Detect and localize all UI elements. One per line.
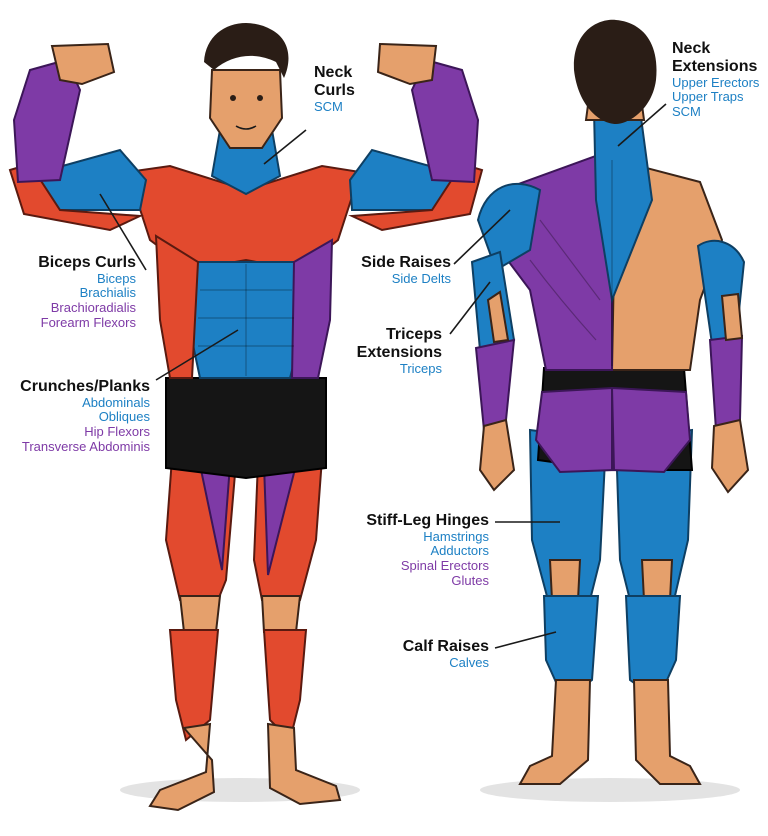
- muscle-name: Abdominals: [82, 394, 150, 410]
- front-right-ankle: [266, 722, 342, 806]
- back-right-forearm: [708, 334, 744, 432]
- muscle-name: Calves: [449, 654, 489, 670]
- front-right-forearm: [410, 58, 480, 184]
- muscle-name: Brachialis: [79, 285, 136, 301]
- muscle-name: Obliques: [98, 409, 150, 425]
- front-left-ankle: [148, 722, 216, 812]
- back-left-knee: [548, 559, 582, 601]
- muscle-name: Upper Erectors: [672, 74, 760, 90]
- front-right-fist: [376, 42, 438, 86]
- muscle-name: Glutes: [451, 572, 489, 588]
- front-figure: [8, 23, 484, 812]
- triceps-ext-leader: [449, 281, 491, 335]
- back-left-hand: [478, 418, 516, 492]
- triceps-ext-title-2: Extensions: [356, 343, 442, 361]
- calf-raises-leader: [494, 631, 557, 649]
- calf-raises-label: Calf Raises Calves: [329, 638, 489, 670]
- back-figure: [470, 19, 750, 785]
- back-left-forearm: [474, 338, 516, 432]
- triceps-ext-muscles: Triceps: [302, 360, 442, 377]
- muscle-name: Forearm Flexors: [40, 314, 136, 330]
- neck-ext-leader: [617, 103, 667, 147]
- back-hair: [573, 19, 657, 125]
- muscle-name: Spinal Erectors: [400, 558, 489, 573]
- biceps-curls-leader: [99, 193, 147, 271]
- neck-curls-muscles: SCM: [314, 98, 355, 115]
- neck-curls-title: Neck: [314, 64, 353, 81]
- muscle-name: SCM: [314, 98, 343, 114]
- back-right-hand: [710, 418, 750, 494]
- back-ground-shadow: [480, 778, 740, 802]
- muscle-name: Upper Traps: [672, 89, 744, 105]
- front-shorts: [165, 377, 327, 480]
- front-right-delt: [348, 162, 484, 232]
- neck-ext-title-2: Extensions: [672, 57, 758, 75]
- calf-raises-title: Calf Raises: [402, 638, 489, 655]
- front-right-shin: [262, 629, 308, 742]
- crunches-title: Crunches/Planks: [20, 378, 150, 395]
- muscle-name: Side Delts: [391, 270, 451, 286]
- neck-ext-title: Neck: [672, 40, 711, 57]
- neck-curls-title-2: Curls: [314, 81, 355, 99]
- side-raises-title: Side Raises: [361, 254, 451, 271]
- front-hair: [204, 23, 289, 78]
- crunches-leader: [155, 329, 239, 381]
- back-left-ankle: [518, 679, 592, 785]
- muscle-name: Transverse Abdominis: [21, 438, 150, 454]
- muscle-name: Hip Flexors: [84, 424, 150, 439]
- triceps-ext-title: Triceps: [385, 326, 442, 343]
- biceps-curls-title: Biceps Curls: [38, 254, 136, 271]
- stiff-leg-title: Stiff-Leg Hinges: [366, 512, 489, 529]
- side-raises-leader: [453, 209, 511, 265]
- back-right-elbow: [720, 292, 744, 342]
- back-left-elbow: [486, 290, 510, 344]
- front-left-knee: [178, 595, 222, 633]
- muscle-name: Adductors: [430, 543, 489, 559]
- front-left-fist: [50, 42, 116, 86]
- front-right-oblique: [290, 238, 334, 379]
- muscle-name: Hamstrings: [423, 528, 489, 544]
- front-right-knee: [260, 595, 302, 633]
- muscle-name: Biceps: [96, 270, 136, 286]
- back-right-knee: [640, 559, 674, 601]
- side-raises-label: Side Raises Side Delts: [311, 254, 451, 286]
- back-glutes: [534, 386, 692, 474]
- triceps-ext-label: Triceps Extensions Triceps: [302, 326, 442, 376]
- calf-raises-muscles: Calves: [329, 654, 489, 671]
- side-raises-muscles: Side Delts: [311, 270, 451, 287]
- neck-curls-label: Neck Curls SCM: [314, 64, 355, 114]
- neck-curls-leader: [263, 129, 307, 165]
- back-right-ankle: [632, 679, 702, 785]
- muscle-name: Triceps: [399, 360, 442, 376]
- muscle-name: SCM: [672, 103, 701, 119]
- muscle-name: Brachioradialis: [50, 300, 136, 315]
- front-left-oblique: [154, 234, 200, 379]
- back-left-side-delt: [476, 182, 542, 272]
